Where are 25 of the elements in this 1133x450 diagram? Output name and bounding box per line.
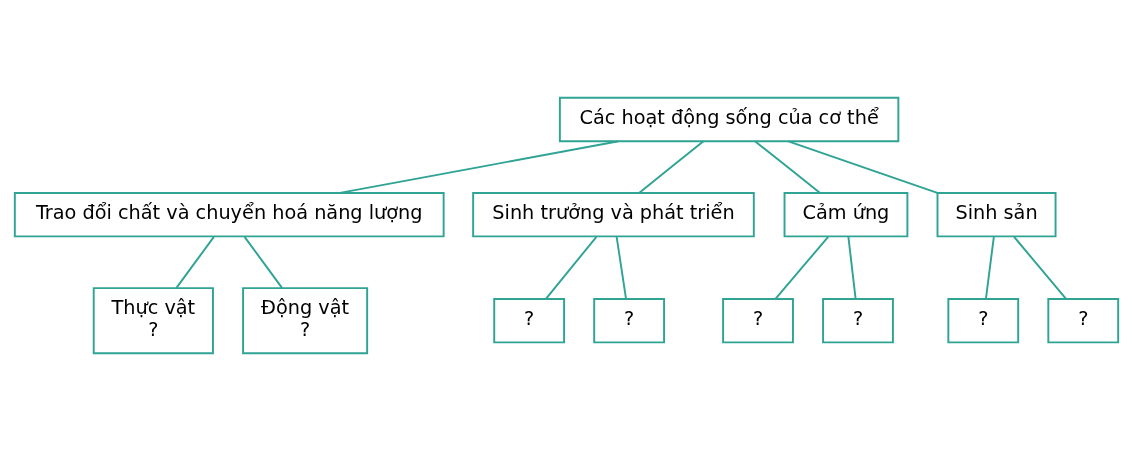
node-box: ? [1047, 297, 1120, 343]
connector [984, 235, 995, 300]
node-box: ? [947, 297, 1020, 343]
node-box: Thực vật ? [92, 286, 214, 354]
connector [638, 139, 705, 194]
connector [544, 235, 598, 300]
connector [847, 235, 857, 300]
node-box: Trao đổi chất và chuyển hoá năng lượng [13, 191, 445, 237]
connector [774, 235, 830, 300]
node-box: Sinh sản [936, 191, 1057, 237]
node-box: Động vật ? [242, 286, 369, 354]
connector [615, 235, 627, 300]
connector [787, 139, 939, 194]
connector [1013, 235, 1067, 300]
connector [243, 235, 283, 289]
node-box: Cảm ứng [783, 191, 909, 237]
connector [175, 235, 215, 289]
node-box: Các hoạt động sống của cơ thể [558, 96, 900, 142]
node-box: ? [493, 297, 566, 343]
node-box: Sinh trưởng và phát triển [472, 191, 755, 237]
connector [754, 139, 822, 194]
node-box: ? [822, 297, 894, 343]
node-box: ? [593, 297, 666, 343]
node-box: ? [722, 297, 794, 343]
connector [339, 139, 620, 194]
